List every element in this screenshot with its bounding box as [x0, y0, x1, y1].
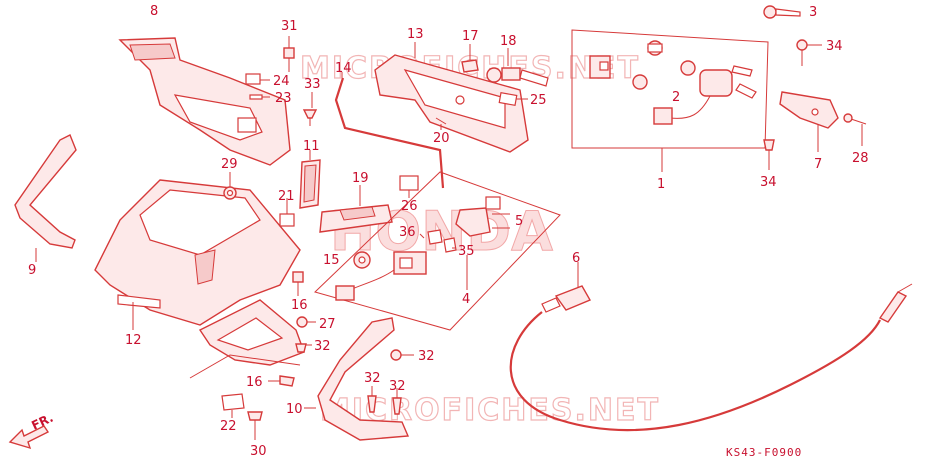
callout-16-upper: 16 — [291, 298, 308, 313]
callout-25: 25 — [530, 93, 547, 108]
part-32a-screw — [295, 343, 307, 353]
callout-35: 35 — [458, 244, 475, 259]
part-28-bolt — [843, 113, 867, 146]
callout-29: 29 — [221, 157, 238, 172]
callout-11: 11 — [303, 139, 320, 154]
part-7-bracket — [779, 91, 839, 152]
callout-9: 9 — [28, 263, 36, 278]
part-26-label — [399, 175, 419, 198]
callout-15: 15 — [323, 253, 340, 268]
callout-23: 23 — [275, 91, 292, 106]
callout-32-right: 32 — [418, 349, 435, 364]
callout-21: 21 — [278, 189, 295, 204]
front-arrow: FR. — [8, 411, 55, 450]
callout-34-bottom: 34 — [760, 175, 777, 190]
diagram-code: KS43-F0900 — [726, 446, 802, 459]
part-20-pin — [435, 117, 447, 130]
callout-13: 13 — [407, 27, 424, 42]
callout-26: 26 — [401, 199, 418, 214]
callout-3: 3 — [809, 5, 817, 20]
callout-32-lower-a: 32 — [364, 371, 381, 386]
callout-2: 2 — [672, 90, 680, 105]
callout-24: 24 — [273, 74, 290, 89]
part-18-lock-cylinder — [486, 48, 549, 87]
part-11-pad — [299, 150, 321, 209]
part-17-cap — [461, 44, 479, 73]
callout-5: 5 — [515, 214, 523, 229]
callout-19: 19 — [352, 171, 369, 186]
part-30-screw — [247, 411, 263, 440]
callout-6: 6 — [572, 251, 580, 266]
callout-18: 18 — [500, 34, 517, 49]
part-14-strip — [334, 72, 445, 189]
callout-31: 31 — [281, 19, 298, 34]
part-34a-bolt — [796, 39, 822, 66]
part-24-clip — [245, 73, 270, 85]
callout-32-left: 32 — [314, 339, 331, 354]
part-31-bolt — [283, 36, 295, 72]
part-9-molding — [14, 134, 77, 262]
part-27-screw — [296, 316, 316, 328]
callout-7: 7 — [814, 157, 822, 172]
callout-8: 8 — [150, 4, 158, 19]
part-16b-clip — [268, 375, 295, 387]
part-13-lid-frame — [374, 42, 529, 153]
callout-34-top: 34 — [826, 39, 843, 54]
callout-10: 10 — [286, 402, 303, 417]
part-29-grommet — [223, 172, 237, 200]
callout-12: 12 — [125, 333, 142, 348]
part-6-cable — [509, 262, 913, 432]
callout-27: 27 — [319, 317, 336, 332]
callout-4: 4 — [462, 292, 470, 307]
part-16a-clip — [292, 271, 304, 296]
callout-16-lower: 16 — [246, 375, 263, 390]
part-19-mat — [319, 185, 393, 233]
part-8-upper-panel — [118, 37, 291, 166]
callout-28: 28 — [852, 151, 869, 166]
part-34b-bolt — [763, 139, 775, 170]
part-4-switch-box — [314, 171, 561, 331]
callout-14: 14 — [335, 61, 352, 76]
part-5-bracket — [455, 196, 510, 237]
part-32c-screw — [367, 386, 377, 413]
part-23-clip — [249, 94, 270, 100]
callout-36: 36 — [399, 225, 416, 240]
callout-17: 17 — [462, 29, 479, 44]
callout-33: 33 — [304, 77, 321, 92]
callout-1: 1 — [657, 177, 665, 192]
callout-22: 22 — [220, 419, 237, 434]
part-21-tag — [279, 198, 295, 227]
lower-side-panel — [189, 299, 312, 379]
part-33-screw — [302, 92, 318, 126]
part-3-key — [763, 5, 801, 19]
part-12-inner-box — [94, 179, 301, 330]
part-22-tag — [221, 393, 245, 418]
part-10-molding — [304, 317, 410, 441]
callout-20: 20 — [433, 131, 450, 146]
callout-30: 30 — [250, 444, 267, 459]
part-32b-screw — [390, 349, 414, 361]
callout-32-lower-b: 32 — [389, 379, 406, 394]
part-32d-screw — [392, 388, 402, 415]
part-25-plate — [498, 91, 528, 107]
